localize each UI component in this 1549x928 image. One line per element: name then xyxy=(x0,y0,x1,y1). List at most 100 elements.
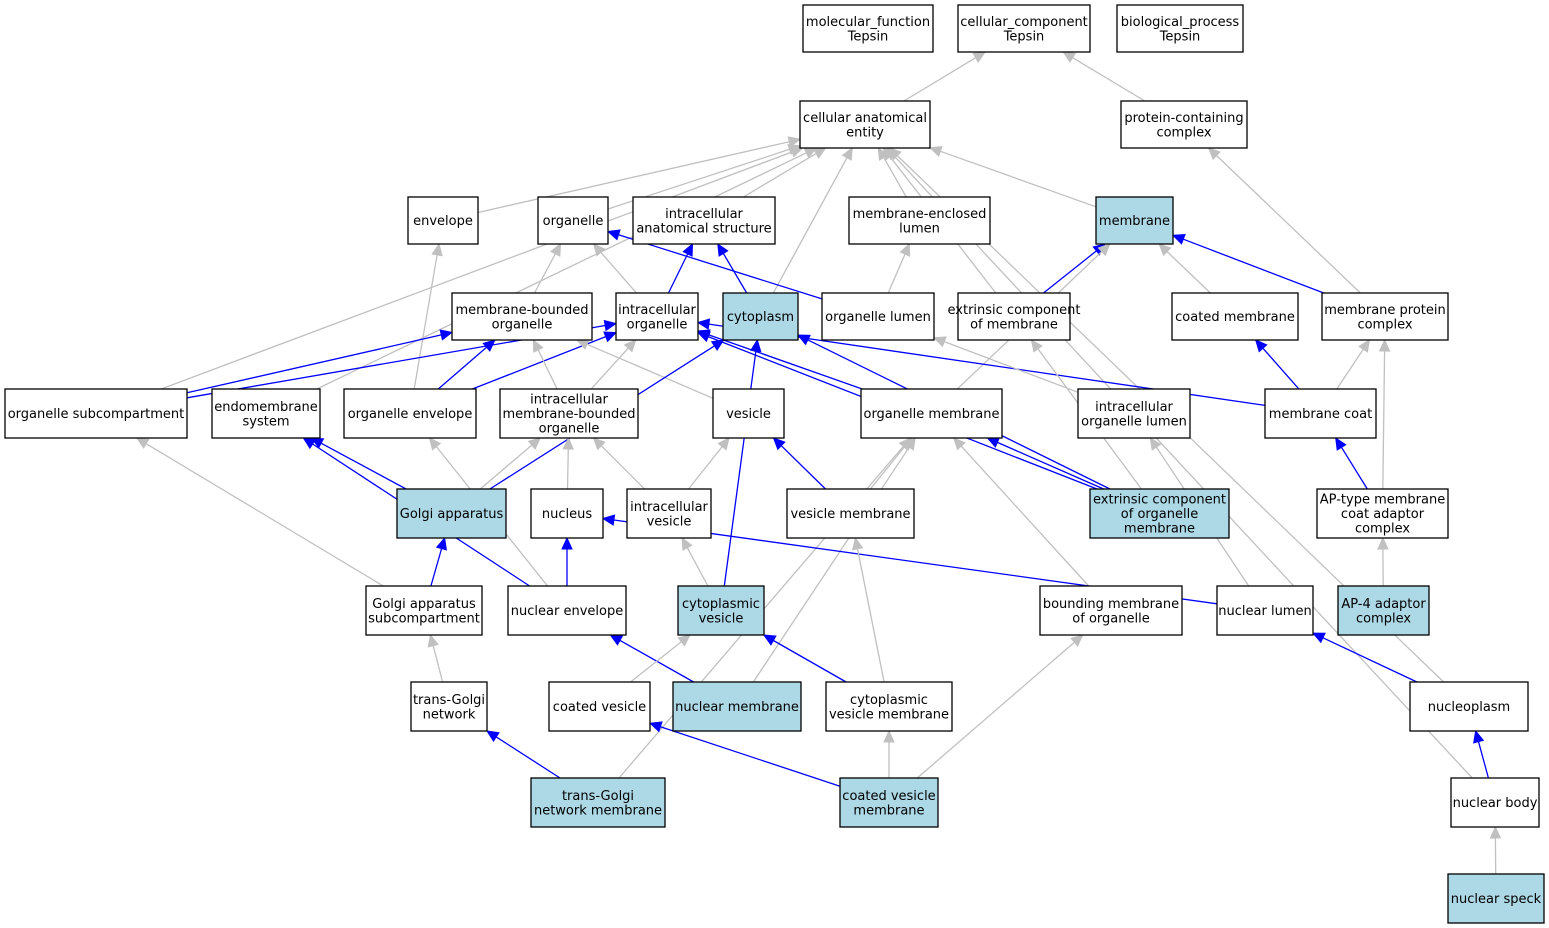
node-box xyxy=(530,777,666,828)
node-box xyxy=(712,388,785,439)
edge-arrowhead xyxy=(1335,436,1347,451)
node-label-line: coated vesicle xyxy=(842,789,935,804)
node-org[interactable]: organelle xyxy=(537,196,609,245)
node-cyt[interactable]: cytoplasm xyxy=(722,292,799,341)
edge-arrowhead xyxy=(750,338,762,353)
node-label-line: organelle lumen xyxy=(825,310,931,325)
edge-arrowhead xyxy=(787,136,802,148)
node-nm[interactable]: nuclear membrane xyxy=(672,681,802,732)
node-box xyxy=(722,292,799,341)
node-nuc[interactable]: nucleus xyxy=(530,488,604,539)
node-label-line: of membrane xyxy=(970,317,1058,332)
node-cves[interactable]: coated vesicle xyxy=(548,681,651,732)
edge-line xyxy=(686,547,709,587)
edge-arrowhead xyxy=(1378,338,1391,352)
edge-covm-to-bmo xyxy=(916,634,1084,779)
node-label-line: complex xyxy=(1357,317,1412,332)
node-mc[interactable]: membrane coat xyxy=(1264,388,1377,439)
edge-line xyxy=(1382,350,1386,490)
node-nl[interactable]: nuclear lumen xyxy=(1216,585,1314,636)
node-cm[interactable]: coated membrane xyxy=(1171,292,1299,341)
node-ol[interactable]: organelle lumen xyxy=(821,292,935,341)
edge-arrowhead xyxy=(439,329,454,341)
node-ne[interactable]: nuclear envelope xyxy=(507,585,627,636)
node-label-line: nuclear membrane xyxy=(675,700,799,715)
edge-mc-to-cm xyxy=(1254,339,1300,390)
node-label-line: AP-4 adaptor xyxy=(1341,597,1426,612)
node-label-line: Tepsin xyxy=(1159,29,1201,44)
edge-line xyxy=(708,334,863,390)
node-nb[interactable]: nuclear body xyxy=(1450,777,1540,828)
edge-arrowhead xyxy=(883,729,895,743)
edge-line xyxy=(887,253,906,294)
edge-apt-to-mpc xyxy=(1378,338,1391,490)
node-mem[interactable]: membrane xyxy=(1095,196,1174,245)
node-box xyxy=(211,388,321,439)
node-ves[interactable]: vesicle xyxy=(712,388,785,439)
node-osc[interactable]: organelle subcompartment xyxy=(4,388,188,439)
node-np[interactable]: nucleoplasm xyxy=(1409,681,1529,732)
node-env[interactable]: envelope xyxy=(407,196,479,245)
node-label-line: membrane coat xyxy=(1269,407,1372,422)
node-box xyxy=(1337,585,1430,636)
node-vm[interactable]: vesicle membrane xyxy=(786,488,915,539)
node-label-line: membrane-enclosed xyxy=(853,207,987,222)
node-label-line: organelle lumen xyxy=(1081,414,1187,429)
edge-io-to-org xyxy=(592,243,637,294)
edge-arrowhead xyxy=(302,437,317,450)
node-box xyxy=(677,585,765,636)
node-box xyxy=(1450,777,1540,828)
node-label-line: organelle subcompartment xyxy=(8,407,185,422)
node-label-line: membrane xyxy=(1099,214,1170,229)
edge-arrowhead xyxy=(952,437,966,451)
edge-np-to-nl xyxy=(1311,632,1418,683)
node-om[interactable]: organelle membrane xyxy=(860,388,1003,439)
node-label-line: nuclear envelope xyxy=(511,604,623,619)
node-box xyxy=(848,196,991,245)
edge-arrowhead xyxy=(431,242,443,257)
edge-osc-to-cae xyxy=(160,146,804,390)
node-label-line: nucleoplasm xyxy=(1428,700,1510,715)
node-label-line: complex xyxy=(1356,611,1411,626)
node-box xyxy=(1447,873,1545,924)
node-ns[interactable]: nuclear speck xyxy=(1447,873,1545,924)
node-box xyxy=(802,4,934,53)
node-box xyxy=(1264,388,1377,439)
node-oe[interactable]: organelle envelope xyxy=(343,388,477,439)
node-ga[interactable]: Golgi apparatus xyxy=(396,488,507,539)
node-box xyxy=(1409,681,1529,732)
edge-line xyxy=(856,548,885,683)
edge-cm-to-mem xyxy=(1158,243,1211,294)
edge-ga-to-imbo xyxy=(479,437,542,490)
edge-arrowhead xyxy=(932,336,947,348)
node-box xyxy=(365,585,483,636)
node-box xyxy=(396,488,507,539)
node-label-line: coated membrane xyxy=(1175,310,1295,325)
